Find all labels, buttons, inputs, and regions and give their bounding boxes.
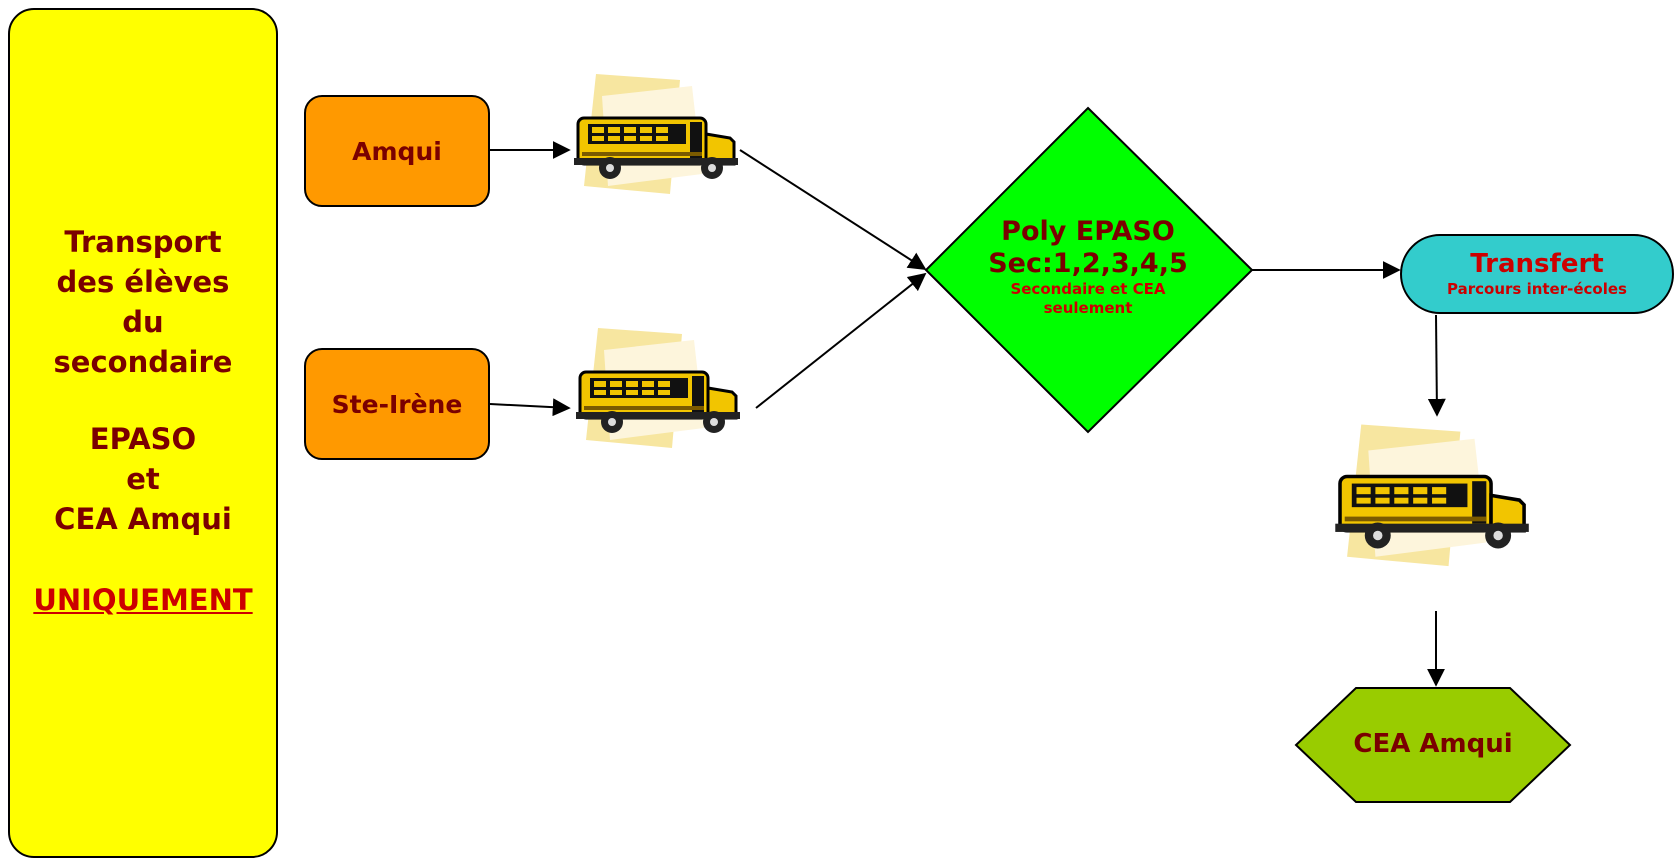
school-bus-icon xyxy=(574,326,742,450)
transfert-title: Transfert xyxy=(1470,249,1604,279)
poly-note-1: Secondaire et CEA xyxy=(1010,280,1166,298)
arrow-bus1-to-poly xyxy=(739,149,927,270)
transfert-node: Transfert Parcours inter-écoles xyxy=(1400,234,1674,314)
poly-title: Poly EPASO xyxy=(1001,216,1175,247)
arrow-transfert-to-bus xyxy=(1427,314,1446,417)
cea-amqui-hexagon xyxy=(1294,687,1572,803)
sidebar-line-4: secondaire xyxy=(53,345,233,379)
sidebar-line-6: et xyxy=(126,462,160,496)
origin-label-ste-irene: Ste-Irène xyxy=(331,389,463,419)
sidebar-panel: Transport des élèves du secondaire EPASO… xyxy=(8,8,278,858)
sidebar-line-5: EPASO xyxy=(89,422,197,456)
cea-amqui-label: CEA Amqui xyxy=(1353,729,1513,759)
arrow-bus2-to-poly xyxy=(755,272,927,409)
poly-grades: Sec:1,2,3,4,5 xyxy=(988,248,1188,279)
school-bus-icon xyxy=(1333,422,1531,568)
origin-box-amqui: Amqui xyxy=(304,95,490,207)
poly-epaso-label: Poly EPASO Sec:1,2,3,4,5 Secondaire et C… xyxy=(923,216,1253,318)
sidebar-line-7: CEA Amqui xyxy=(54,502,232,536)
arrow-steirene-to-bus xyxy=(489,398,571,417)
origin-box-ste-irene: Ste-Irène xyxy=(304,348,490,460)
school-bus-icon xyxy=(572,72,740,196)
origin-label-amqui: Amqui xyxy=(352,136,442,166)
sidebar-line-3: du xyxy=(122,305,164,339)
sidebar-line-2: des élèves xyxy=(56,265,230,299)
sidebar-line-1: Transport xyxy=(64,225,222,259)
poly-note-2: seulement xyxy=(1043,299,1133,317)
sidebar-uniquement: UNIQUEMENT xyxy=(33,583,253,617)
poly-epaso-diamond xyxy=(924,106,1254,434)
transfert-subtitle: Parcours inter-écoles xyxy=(1447,280,1627,298)
